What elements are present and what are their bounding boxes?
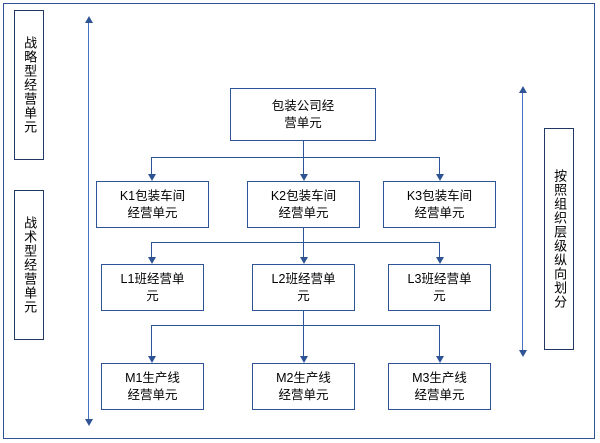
node-k1-line1: K1包装车间 bbox=[119, 189, 186, 204]
node-l2-line2: 元 bbox=[297, 288, 310, 303]
connector-k3-arrow bbox=[436, 174, 444, 181]
connector-m2-arrow bbox=[300, 356, 308, 363]
right-span-arrow-line bbox=[522, 92, 523, 352]
node-k2-line1: K2包装车间 bbox=[270, 189, 337, 204]
connector-k3-drop bbox=[439, 157, 440, 175]
connector-m2-drop bbox=[303, 325, 304, 357]
tactical-unit-label-box: 战术型经营单元 bbox=[14, 190, 44, 340]
connector-l1-drop bbox=[151, 242, 152, 258]
node-m3-line2: 经营单元 bbox=[414, 387, 465, 402]
node-l2[interactable]: L2班经营单 元 bbox=[252, 264, 355, 311]
connector-l3-arrow bbox=[436, 257, 444, 264]
node-k3[interactable]: K3包装车间 经营单元 bbox=[383, 181, 496, 228]
connector-m1-arrow bbox=[148, 356, 156, 363]
connector-l-row-bus bbox=[151, 242, 439, 243]
connector-k1-drop bbox=[151, 157, 152, 175]
node-m1-line1: M1生产线 bbox=[125, 371, 180, 386]
node-m3[interactable]: M3生产线 经营单元 bbox=[388, 363, 491, 410]
left-span-arrow-head-top bbox=[85, 16, 93, 23]
left-span-arrow-head-bottom bbox=[85, 419, 93, 426]
left-span-arrow-line bbox=[88, 22, 89, 420]
node-m1[interactable]: M1生产线 经营单元 bbox=[101, 363, 204, 410]
connector-k2-drop bbox=[303, 157, 304, 175]
node-root[interactable]: 包装公司经 营单元 bbox=[230, 88, 376, 141]
node-k2[interactable]: K2包装车间 经营单元 bbox=[247, 181, 360, 228]
node-l1-line1: L1班经营单 bbox=[120, 272, 185, 287]
node-m2-line1: M2生产线 bbox=[276, 371, 331, 386]
connector-k-row-bus bbox=[151, 157, 439, 158]
right-span-arrow-head-bottom bbox=[519, 350, 527, 357]
connector-m1-drop bbox=[151, 325, 152, 357]
connector-l2-arrow bbox=[300, 257, 308, 264]
diagram-border bbox=[3, 3, 595, 439]
connector-k1-arrow bbox=[148, 174, 156, 181]
node-l3-line1: L3班经营单 bbox=[407, 272, 472, 287]
node-l3[interactable]: L3班经营单 元 bbox=[388, 264, 491, 311]
connector-l2-down bbox=[303, 311, 304, 325]
vertical-division-label-box: 按照组织层级纵向划分 bbox=[544, 128, 574, 350]
connector-m3-arrow bbox=[436, 356, 444, 363]
connector-m3-drop bbox=[439, 325, 440, 357]
node-k3-line2: 经营单元 bbox=[414, 205, 465, 220]
node-l1-line2: 元 bbox=[146, 288, 159, 303]
node-l1[interactable]: L1班经营单 元 bbox=[101, 264, 204, 311]
connector-k2-down bbox=[303, 228, 304, 242]
connector-l1-arrow bbox=[148, 257, 156, 264]
connector-m-row-bus bbox=[151, 325, 439, 326]
vertical-division-label: 按照组织层级纵向划分 bbox=[552, 169, 568, 309]
connector-l3-drop bbox=[439, 242, 440, 258]
node-root-line2: 营单元 bbox=[284, 115, 322, 130]
node-l2-line1: L2班经营单 bbox=[271, 272, 336, 287]
connector-root-down bbox=[303, 141, 304, 157]
strategic-unit-label: 战略型经营单元 bbox=[22, 36, 38, 134]
connector-k2-arrow bbox=[300, 174, 308, 181]
node-k3-line1: K3包装车间 bbox=[406, 189, 473, 204]
node-m2-line2: 经营单元 bbox=[278, 387, 329, 402]
node-k1[interactable]: K1包装车间 经营单元 bbox=[96, 181, 209, 228]
node-k1-line2: 经营单元 bbox=[127, 205, 178, 220]
node-k2-line2: 经营单元 bbox=[278, 205, 329, 220]
node-root-line1: 包装公司经 bbox=[271, 99, 335, 114]
strategic-unit-label-box: 战略型经营单元 bbox=[14, 10, 44, 160]
node-m2[interactable]: M2生产线 经营单元 bbox=[252, 363, 355, 410]
node-m1-line2: 经营单元 bbox=[127, 387, 178, 402]
node-m3-line1: M3生产线 bbox=[412, 371, 467, 386]
tactical-unit-label: 战术型经营单元 bbox=[22, 216, 38, 314]
right-span-arrow-head-top bbox=[519, 86, 527, 93]
node-l3-line2: 元 bbox=[433, 288, 446, 303]
connector-l2-drop bbox=[303, 242, 304, 258]
